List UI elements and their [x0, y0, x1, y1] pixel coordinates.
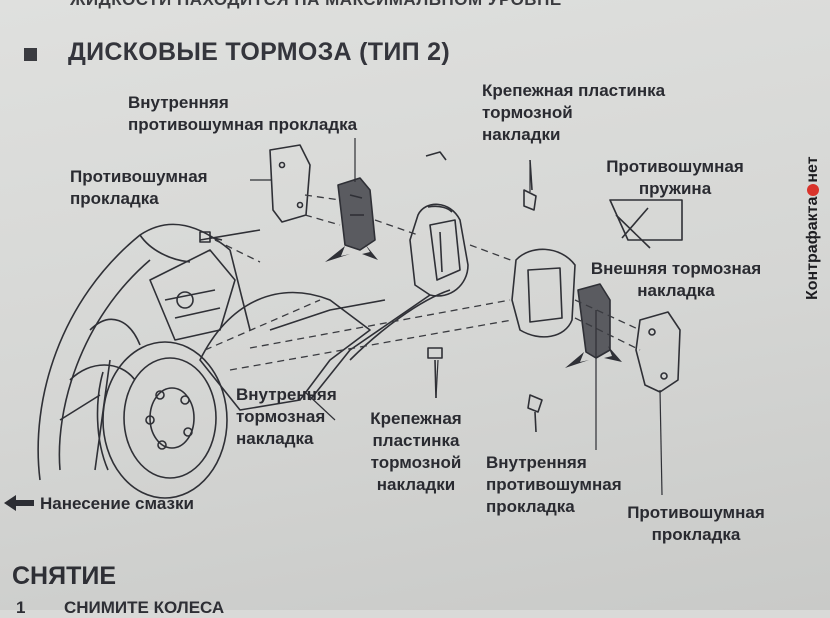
caliper-body: [199, 289, 451, 411]
label-pad-support-plate-bottom: Крепежная пластинка тормозной накладки: [370, 409, 462, 494]
inner-pad-part: [409, 203, 469, 297]
support-plate-clip-top: [425, 151, 447, 161]
brake-disc: [94, 341, 228, 499]
label-inner-anti-noise-shim-bottom: Внутренняя противошумная прокладка: [486, 453, 622, 516]
outer-pad-part: [511, 248, 576, 338]
page-heading: ДИСКОВЫЕ ТОРМОЗА (ТИП 2): [68, 38, 450, 66]
watermark-left: Контрафакта: [804, 196, 821, 300]
grease-arrow-icon: [4, 495, 34, 511]
support-plate-clip-bottom: [427, 347, 443, 399]
label-pad-support-plate-top: Крепежная пластинка тормозной накладки: [482, 81, 666, 144]
step-text: СНИМИТЕ КОЛЕСА: [64, 598, 225, 617]
label-inner-anti-noise-shim-top: Внутренняя противошумная прокладка: [128, 93, 358, 134]
grease-legend-label: Нанесение смазки: [40, 494, 194, 513]
hub-assembly: [37, 223, 261, 481]
label-inner-anti-noise-shim-top-line1: Внутренняя противошумная прокладка: [128, 92, 357, 136]
bolt-upper: [199, 231, 223, 243]
section-title: СНЯТИЕ: [12, 562, 116, 590]
heading-bullet: [24, 48, 37, 61]
anti-noise-shim-left-part: [269, 144, 311, 223]
cut-off-text: ЖИДКОСТИ НАХОДИТСЯ НА МАКСИМАЛЬНОМ УРОВН…: [70, 0, 562, 10]
outer-anti-noise-shim-part: [635, 311, 681, 393]
label-inner-pad: Внутренняя тормозная накладка: [236, 385, 337, 448]
support-plate-clip-right: [527, 394, 543, 433]
label-anti-noise-spring: Противошумная пружина: [606, 157, 744, 198]
watermark: Контрафакта нет: [792, 100, 826, 300]
anti-noise-spring-part: [609, 199, 683, 249]
label-outer-pad: Внешняя тормозная накладка: [590, 259, 762, 300]
label-anti-noise-shim-bottom: Противошумная прокладка: [627, 503, 765, 544]
watermark-text: Контрафакта нет: [796, 100, 830, 300]
label-anti-noise-shim-left: Противошумная прокладка: [70, 167, 208, 208]
watermark-right: нет: [804, 156, 821, 183]
step-number: 1: [16, 598, 26, 617]
inner-shim-part: [337, 177, 376, 251]
watermark-dot-icon: [806, 183, 819, 196]
